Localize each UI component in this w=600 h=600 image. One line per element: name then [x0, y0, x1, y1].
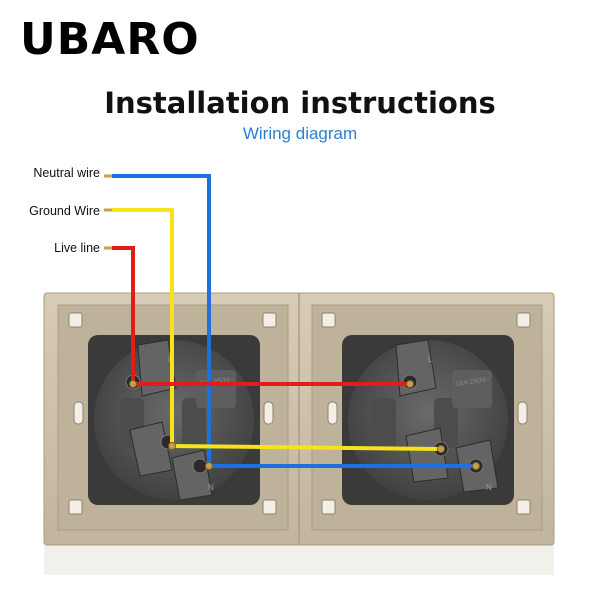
- live-line-label: Live line: [54, 241, 100, 255]
- neutral-wire: [112, 174, 476, 468]
- right-socket-body: [342, 335, 514, 505]
- left-mounting-slots: [68, 312, 277, 515]
- diagram-subtitle: Wiring diagram: [242, 124, 358, 143]
- right-mounting-slots: [321, 312, 531, 515]
- panel-reflection: [44, 545, 554, 575]
- right-socket-live-mark: L: [428, 355, 433, 364]
- left-socket-neutral-mark: N: [208, 483, 214, 492]
- right-socket-rating: 16A 250V~: [455, 376, 490, 388]
- neutral-wire-label: Neutral wire: [33, 166, 100, 180]
- page-title: Installation instructions: [104, 86, 496, 120]
- ground-wire: [112, 208, 442, 451]
- terminal-screws: [129, 380, 480, 470]
- brand-logo: UBARO: [20, 14, 200, 65]
- ground-wire-label: Ground Wire: [29, 204, 100, 218]
- wire-stubs: [104, 174, 112, 250]
- live-wire: [112, 246, 410, 386]
- right-socket-neutral-mark: N: [486, 483, 492, 492]
